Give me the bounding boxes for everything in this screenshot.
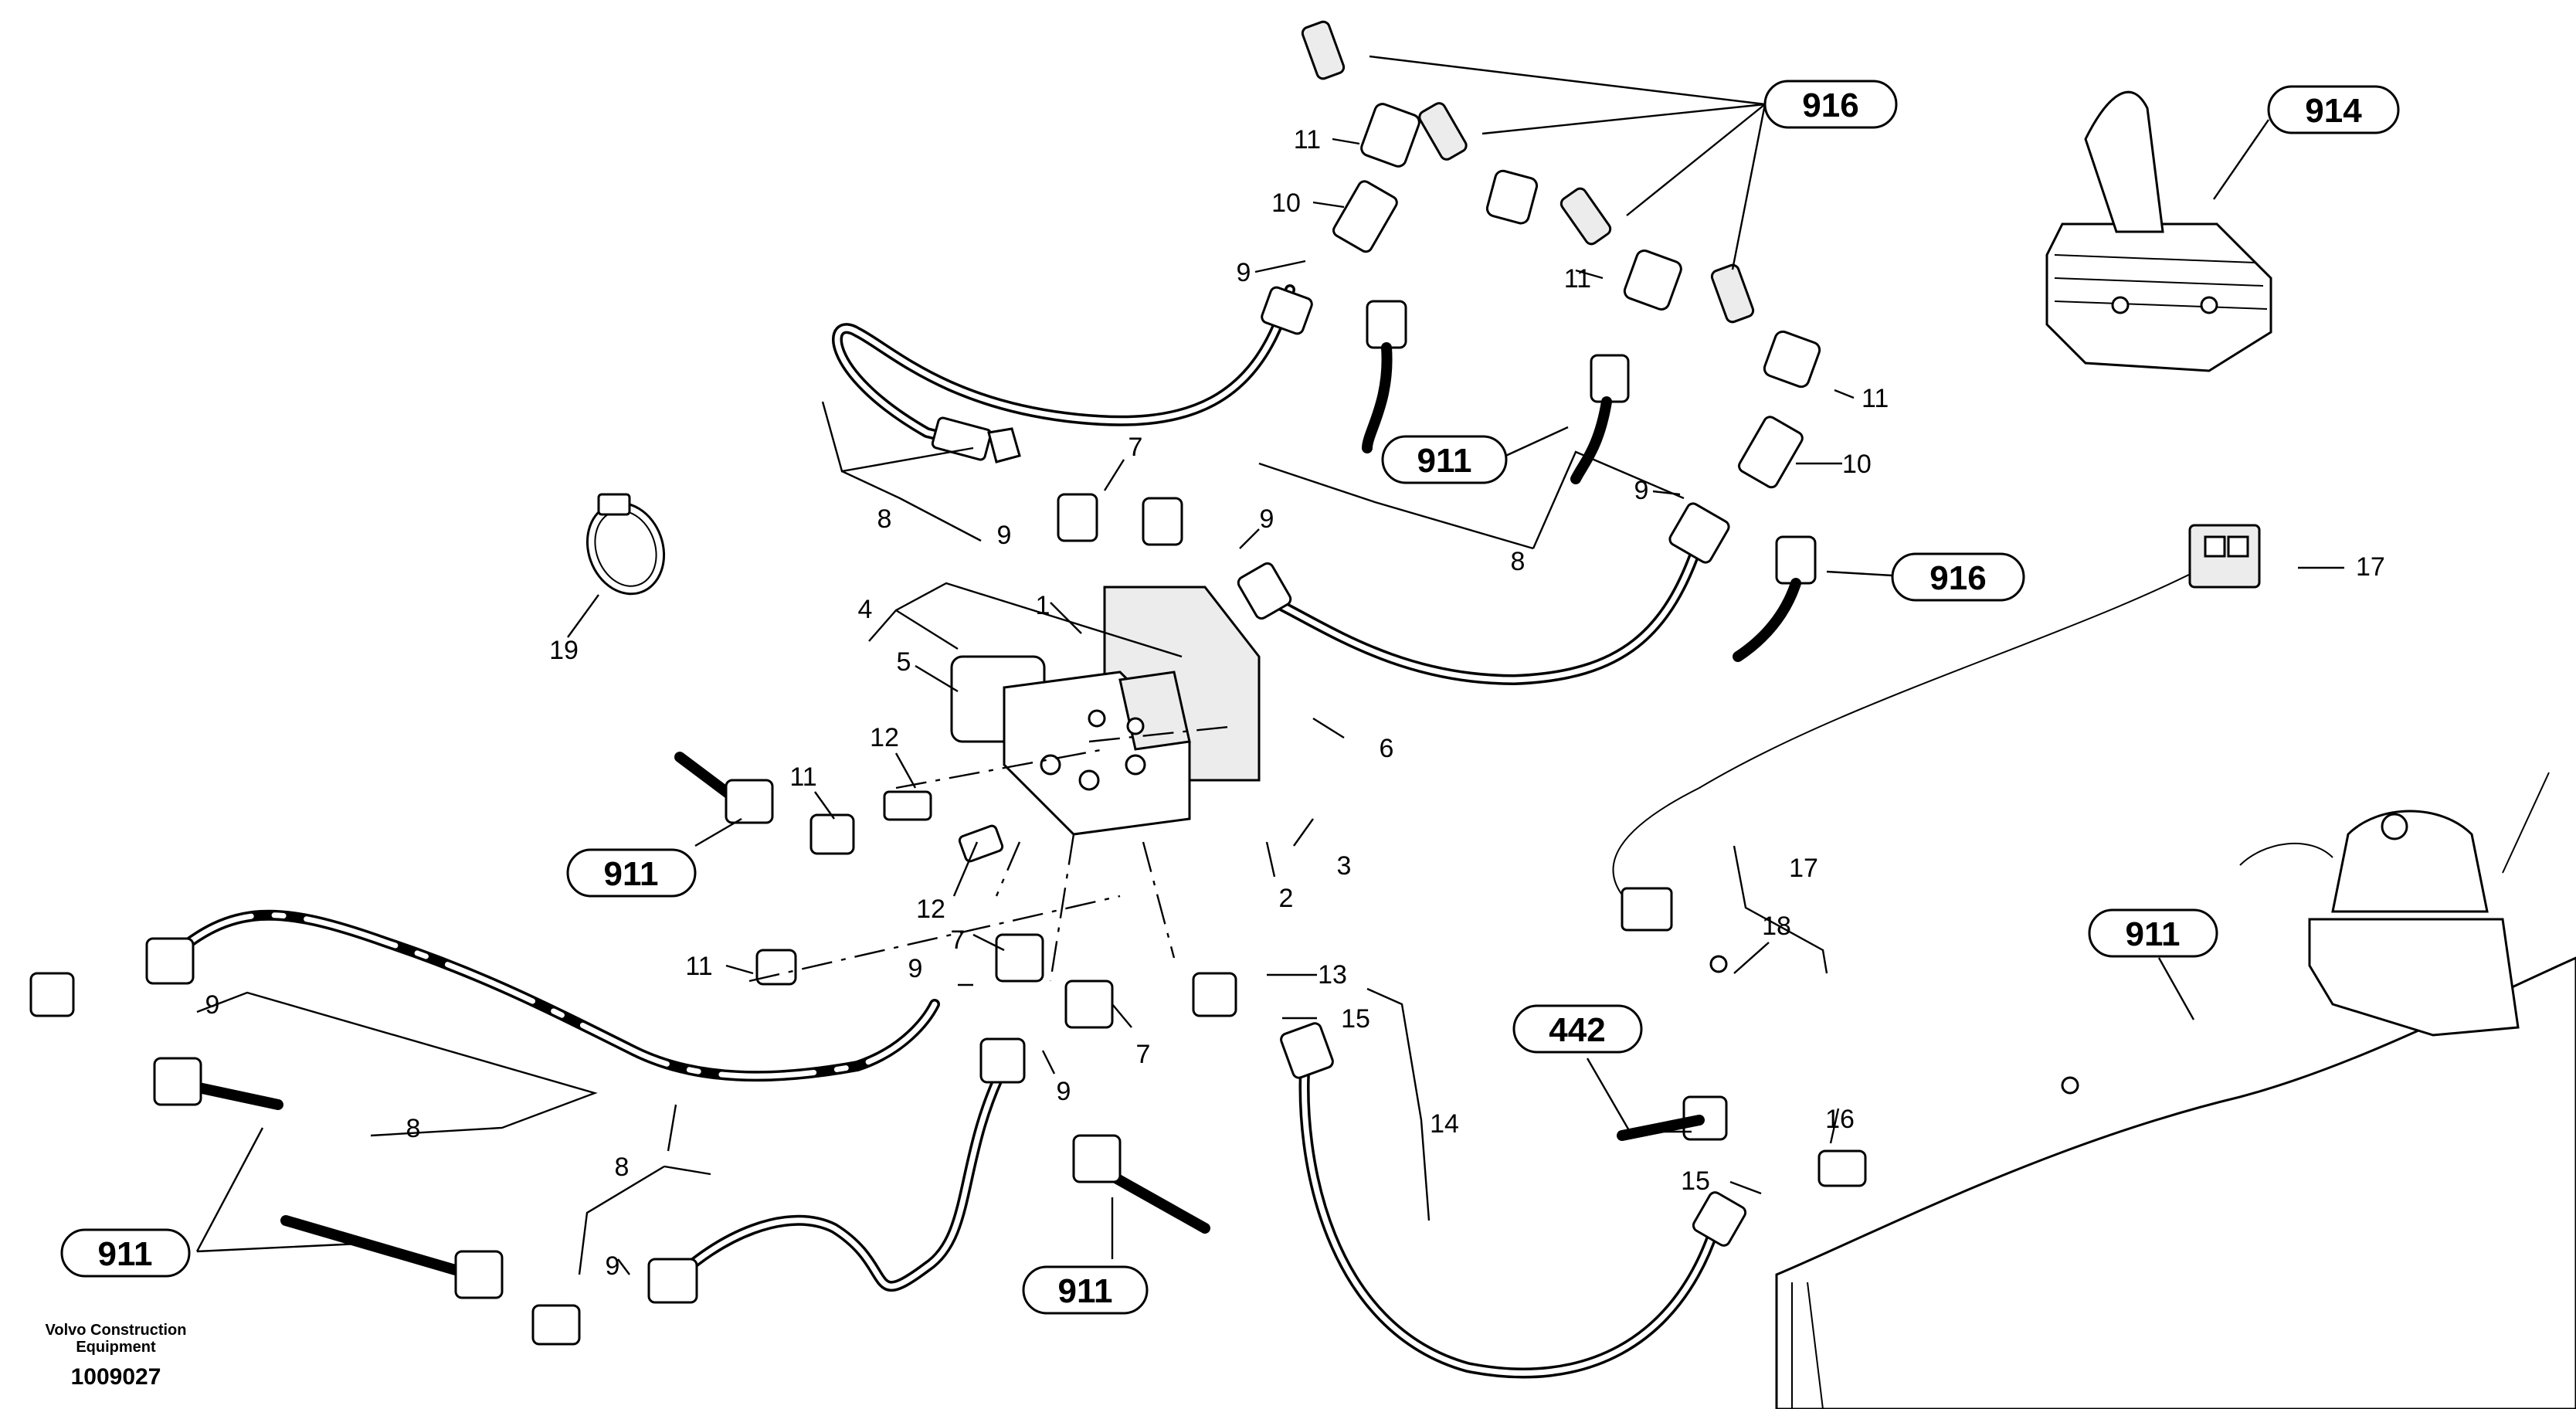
- callout-7: 7: [1136, 1040, 1151, 1069]
- reference-911-top[interactable]: 911: [1381, 435, 1508, 484]
- callout-12: 12: [870, 723, 899, 752]
- callout-16: 16: [1825, 1105, 1855, 1134]
- company-line-2: Equipment: [76, 1339, 156, 1356]
- callout-5: 5: [897, 647, 911, 677]
- reference-911-bottom[interactable]: 911: [1022, 1265, 1149, 1315]
- callout-19: 19: [549, 636, 579, 665]
- svg-text:911: 911: [1058, 1272, 1113, 1310]
- hose-lower-center: [647, 1037, 1026, 1304]
- callout-1: 1: [1036, 591, 1050, 620]
- svg-text:914: 914: [2305, 92, 2362, 130]
- hose-lower-left-long: [145, 909, 940, 1082]
- callout-9: 9: [1057, 1077, 1071, 1106]
- fittings-lower: [29, 493, 1867, 1346]
- callout-7: 7: [1128, 433, 1143, 462]
- callout-9: 9: [997, 521, 1012, 550]
- callout-2: 2: [1279, 884, 1294, 913]
- reference-911-right[interactable]: 911: [2088, 908, 2218, 958]
- valve-block: [950, 586, 1261, 836]
- callout-12: 12: [916, 895, 945, 924]
- callout-17: 17: [1789, 854, 1818, 883]
- hose-center-right: [1237, 502, 1730, 686]
- callout-labels: 11 10 9 11 11 10 9 7 9 9 8 8 17 19 1 4 5…: [205, 125, 2385, 1281]
- callout-17: 17: [2356, 552, 2385, 582]
- callout-11: 11: [1862, 384, 1889, 413]
- svg-text:916: 916: [1929, 559, 1986, 597]
- callout-15: 15: [1681, 1166, 1710, 1196]
- callout-8: 8: [615, 1153, 630, 1182]
- callout-6: 6: [1380, 734, 1394, 763]
- reference-916-top[interactable]: 916: [1763, 80, 1898, 129]
- callout-11: 11: [1294, 125, 1321, 154]
- fitting-group-916: [1301, 20, 1821, 662]
- callout-14: 14: [1430, 1109, 1459, 1139]
- hose-top-left: [832, 284, 1313, 463]
- callout-8: 8: [877, 504, 892, 534]
- tank-filter-head: [2239, 772, 2550, 1037]
- footer: Volvo Construction Equipment 1009027: [46, 1322, 187, 1390]
- svg-text:911: 911: [604, 855, 659, 893]
- callout-11: 11: [1564, 264, 1591, 294]
- callout-9: 9: [1260, 504, 1274, 534]
- svg-text:911: 911: [2126, 915, 2181, 953]
- reference-914[interactable]: 914: [2267, 85, 2400, 134]
- reference-911-lower-left[interactable]: 911: [60, 1228, 191, 1278]
- reference-916-right[interactable]: 916: [1891, 552, 2025, 602]
- leader-lines: [195, 55, 2344, 1275]
- callout-4: 4: [858, 595, 873, 624]
- reference-911-left[interactable]: 911: [566, 848, 697, 898]
- callout-10: 10: [1271, 188, 1301, 218]
- callout-18: 18: [1762, 912, 1791, 941]
- svg-text:916: 916: [1802, 87, 1858, 124]
- electrical-cable-17: [1612, 524, 2261, 932]
- callout-10: 10: [1842, 450, 1872, 479]
- callout-3: 3: [1337, 851, 1352, 881]
- callout-11: 11: [685, 952, 712, 981]
- hose-clamp: [585, 493, 666, 596]
- hose-14: [1280, 1022, 1747, 1379]
- callout-8: 8: [1511, 547, 1526, 576]
- callout-9: 9: [606, 1251, 620, 1281]
- callout-11: 11: [789, 762, 816, 792]
- drawing-number: 1009027: [71, 1364, 161, 1390]
- callout-15: 15: [1341, 1004, 1370, 1034]
- callout-9: 9: [908, 954, 923, 983]
- callout-9: 9: [205, 990, 220, 1020]
- svg-text:911: 911: [98, 1235, 153, 1273]
- callout-13: 13: [1318, 960, 1347, 990]
- callout-9: 9: [1237, 258, 1251, 287]
- pilot-control-valve: [2045, 90, 2272, 372]
- svg-text:442: 442: [1549, 1011, 1605, 1049]
- callout-9: 9: [1634, 476, 1649, 505]
- company-line-1: Volvo Construction: [46, 1322, 187, 1339]
- svg-text:911: 911: [1417, 442, 1472, 480]
- callout-7: 7: [951, 925, 966, 955]
- callout-8: 8: [406, 1114, 421, 1143]
- reference-442[interactable]: 442: [1512, 1004, 1643, 1054]
